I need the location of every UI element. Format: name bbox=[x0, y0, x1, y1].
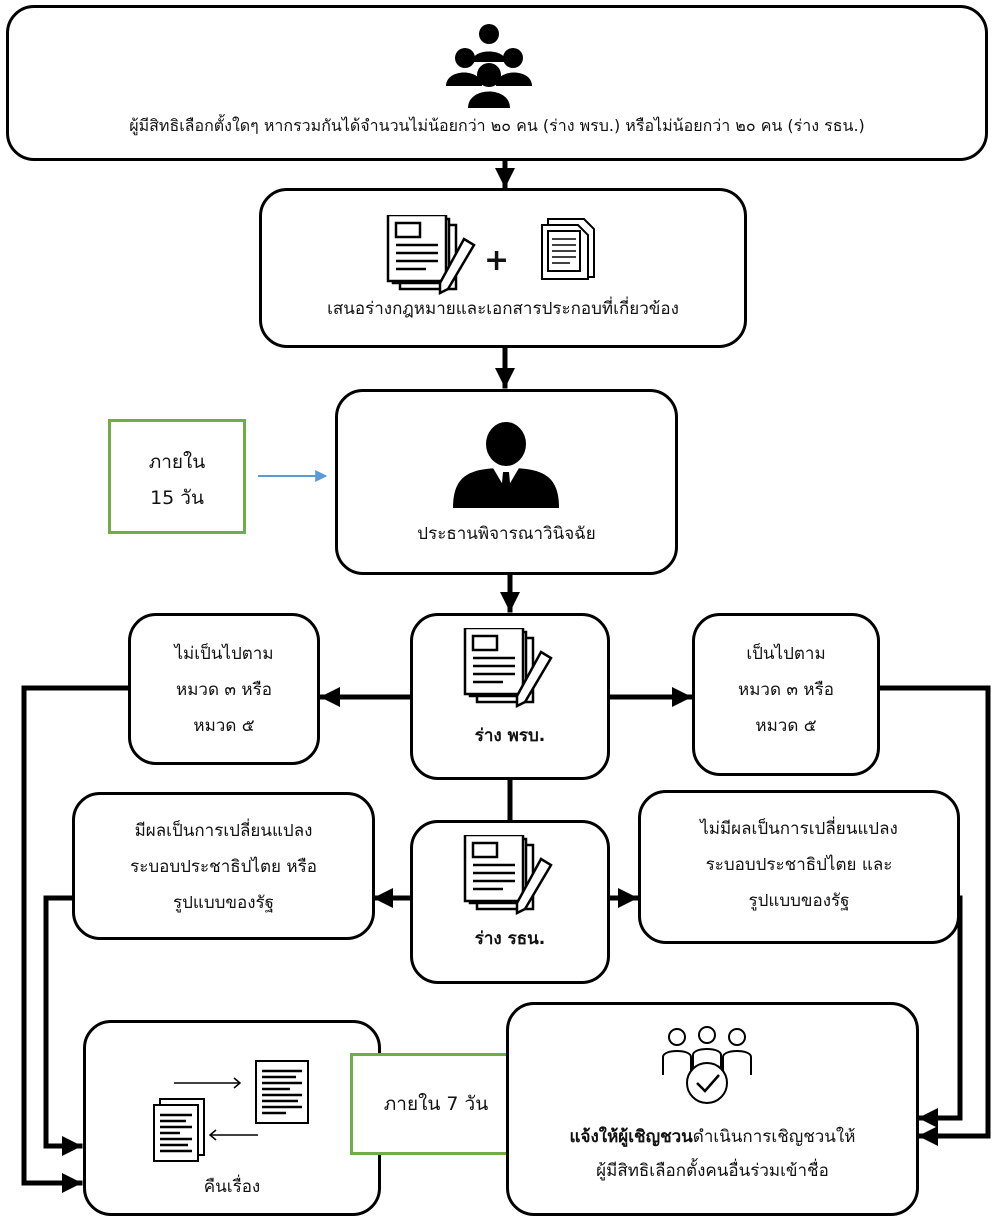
team-approval-icon bbox=[657, 1025, 757, 1113]
submit-draft-box: + เสนอร่างกฎหมายและเอกสารประกอบที่เกี่ยว… bbox=[259, 188, 747, 348]
within-7-days-text: ภายใน 7 วัน bbox=[383, 1093, 489, 1115]
not-chapter-box: ไม่เป็นไปตาม หมวด ๓ หรือ หมวด ๕ bbox=[128, 613, 320, 765]
documents-stack-icon bbox=[538, 217, 602, 285]
within-15-line1: ภายใน bbox=[148, 451, 206, 473]
document-exchange-icon bbox=[150, 1059, 322, 1167]
chairman-decision-box: ประธานพิจารณาวินิจฉัย bbox=[335, 389, 678, 575]
document-edit-icon bbox=[463, 626, 555, 712]
not-chapter-line3: หมวด ๕ bbox=[193, 716, 255, 736]
bill-act-label: ร่าง พรบ. bbox=[474, 726, 546, 746]
not-chapter-line2: หมวด ๓ หรือ bbox=[176, 680, 272, 700]
no-change-regime-line2: ระบอบประชาธิปไตย และ bbox=[705, 855, 893, 875]
notify-inviter-rest: ดำเนินการเชิญชวนให้ bbox=[692, 1127, 856, 1147]
changes-regime-line1: มีผลเป็นการเปลี่ยนแปลง bbox=[134, 821, 313, 841]
no-change-regime-line3: รูปแบบของรัฐ bbox=[748, 891, 850, 911]
no-change-regime-box: ไม่มีผลเป็นการเปลี่ยนแปลง ระบอบประชาธิปไ… bbox=[638, 790, 960, 944]
changes-regime-box: มีผลเป็นการเปลี่ยนแปลง ระบอบประชาธิปไตย … bbox=[72, 792, 375, 940]
changes-regime-line2: ระบอบประชาธิปไตย หรือ bbox=[130, 857, 317, 877]
line-chapter-to-notify bbox=[877, 685, 991, 1146]
bill-constitution-box: ร่าง รธน. bbox=[410, 820, 610, 984]
not-chapter-line1: ไม่เป็นไปตาม bbox=[174, 644, 274, 664]
line-not-chapter-to-return bbox=[21, 685, 131, 1193]
document-edit-icon bbox=[463, 833, 555, 919]
eligible-voters-text: ผู้มีสิทธิเลือกตั้งใดๆ หากรวมกันได้จำนวน… bbox=[129, 116, 865, 135]
chapter-line2: หมวด ๓ หรือ bbox=[738, 680, 834, 700]
return-matter-box: คืนเรื่อง bbox=[83, 1020, 381, 1216]
document-edit-icon bbox=[386, 213, 478, 299]
within-15-line2: 15 วัน bbox=[150, 487, 204, 509]
notify-inviter-box: แจ้งให้ผู้เชิญชวนดำเนินการเชิญชวนให้ ผู้… bbox=[506, 1002, 919, 1216]
no-change-regime-line1: ไม่มีผลเป็นการเปลี่ยนแปลง bbox=[700, 819, 898, 839]
eligible-voters-box: ผู้มีสิทธิเลือกตั้งใดๆ หากรวมกันได้จำนวน… bbox=[6, 5, 988, 161]
notify-inviter-bold: แจ้งให้ผู้เชิญชวน bbox=[569, 1127, 693, 1147]
return-matter-text: คืนเรื่อง bbox=[203, 1177, 261, 1197]
chapter-line3: หมวด ๕ bbox=[755, 716, 817, 736]
line-no-change-to-notify bbox=[917, 895, 963, 1128]
chairman-decision-text: ประธานพิจารณาวินิจฉัย bbox=[417, 524, 596, 544]
bill-act-box: ร่าง พรบ. bbox=[410, 613, 610, 780]
within-15-days-box: ภายใน 15 วัน bbox=[108, 419, 246, 534]
within-7-days-box: ภายใน 7 วัน bbox=[350, 1053, 522, 1155]
people-group-icon bbox=[446, 22, 532, 112]
chapter-line1: เป็นไปตาม bbox=[746, 644, 826, 664]
line-changes-to-return bbox=[43, 895, 83, 1156]
plus-icon: + bbox=[484, 243, 510, 278]
chapter-box: เป็นไปตาม หมวด ๓ หรือ หมวด ๕ bbox=[692, 613, 880, 776]
notify-inviter-line1: แจ้งให้ผู้เชิญชวนดำเนินการเชิญชวนให้ bbox=[509, 1123, 916, 1153]
changes-regime-line3: รูปแบบของรัฐ bbox=[172, 893, 275, 913]
submit-draft-text: เสนอร่างกฎหมายและเอกสารประกอบที่เกี่ยวข้… bbox=[327, 299, 679, 319]
notify-inviter-line2: ผู้มีสิทธิเลือกตั้งคนอื่นร่วมเข้าชื่อ bbox=[596, 1161, 829, 1181]
bill-constitution-label: ร่าง รธน. bbox=[474, 929, 546, 949]
businessman-icon bbox=[451, 422, 561, 512]
